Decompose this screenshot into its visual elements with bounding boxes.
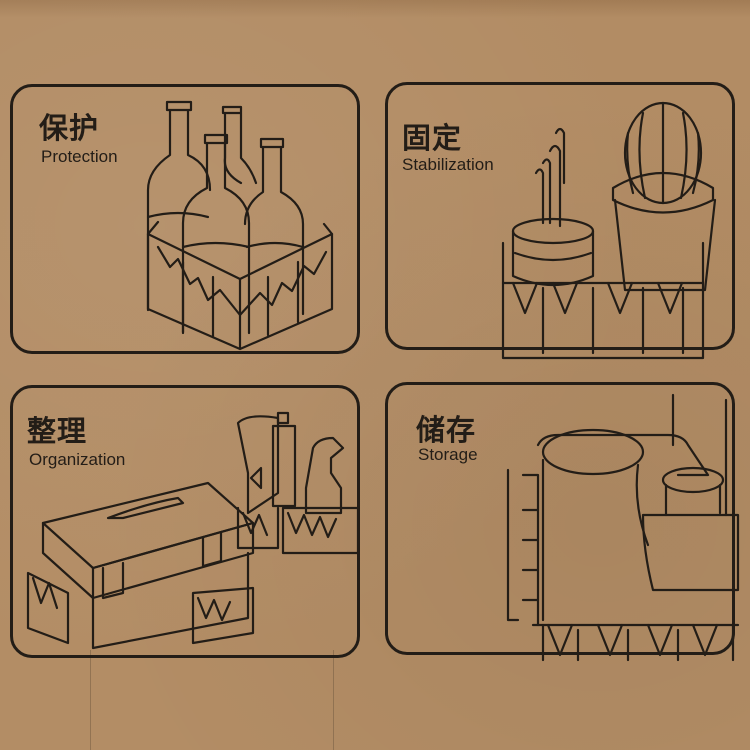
toolbox-and-bottles-in-pulp-tray-icon xyxy=(26,411,360,650)
panel-title-en: Stabilization xyxy=(402,155,494,174)
panel-title-en: Storage xyxy=(418,445,478,464)
potted-cacti-in-pulp-tray-icon xyxy=(501,101,717,360)
wine-bottles-in-pulp-tray-icon xyxy=(146,100,334,351)
panel-title-en: Organization xyxy=(29,450,126,469)
panel-stabilization: 固定 Stabilization xyxy=(385,82,735,360)
panel-title-zh: 储存 xyxy=(416,413,477,447)
panel-title-zh: 保护 xyxy=(39,111,100,145)
panel-title-en: Protection xyxy=(41,147,118,166)
cardboard-crease xyxy=(90,650,91,750)
cardboard-crease xyxy=(333,650,334,750)
panel-organization: 整理 Organization xyxy=(10,385,360,658)
containers-in-pulp-tray-icon xyxy=(506,393,740,662)
panel-storage: 储存 Storage xyxy=(385,382,740,662)
panel-protection: 保护 Protection xyxy=(10,84,360,354)
panel-title-zh: 固定 xyxy=(402,121,463,155)
panel-title-zh: 整理 xyxy=(27,414,88,448)
